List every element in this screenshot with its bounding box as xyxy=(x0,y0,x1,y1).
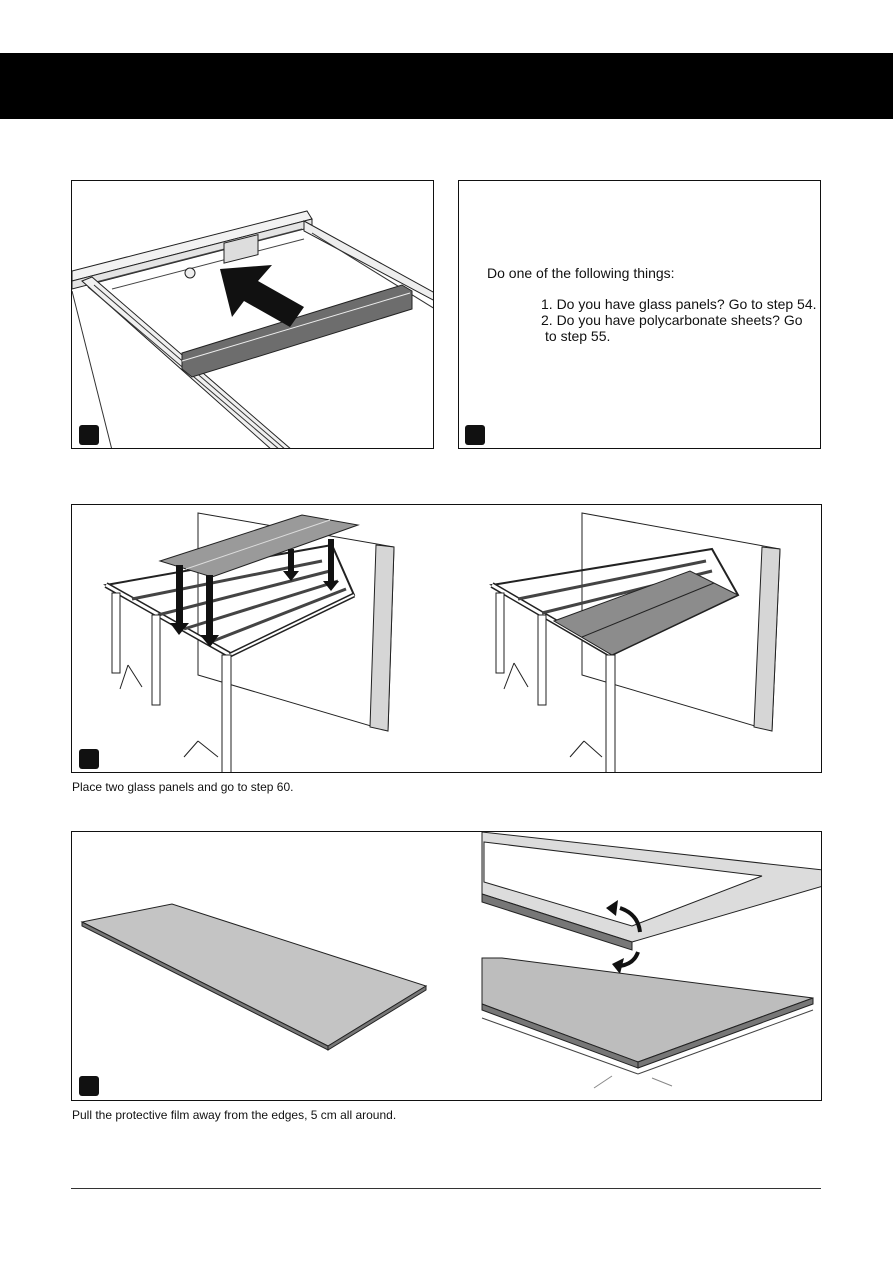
glass-placement-panel xyxy=(71,504,822,773)
glass-step-caption: Place two glass panels and go to step 60… xyxy=(72,780,294,794)
instructions-title: Do one of the following things: xyxy=(487,265,675,281)
step-number-badge xyxy=(79,425,99,445)
protective-film-illustration xyxy=(80,832,821,1089)
instructions-panel xyxy=(458,180,821,449)
step-number-badge xyxy=(79,749,99,769)
protective-film-panel xyxy=(71,831,822,1101)
footer-rule xyxy=(71,1188,821,1189)
instruction-option-2-continued: to step 55. xyxy=(545,328,611,344)
instruction-option-2: 2. Do you have polycarbonate sheets? Go xyxy=(541,312,803,328)
profile-insert-panel xyxy=(71,180,434,449)
step-number-badge xyxy=(465,425,485,445)
film-step-caption: Pull the protective film away from the e… xyxy=(72,1108,397,1122)
instruction-option-1: 1. Do you have glass panels? Go to step … xyxy=(541,296,817,312)
profile-insert-illustration xyxy=(72,210,433,448)
glass-placement-illustration xyxy=(103,512,781,772)
step-number-badge xyxy=(79,1076,99,1096)
header-bar xyxy=(0,53,893,119)
